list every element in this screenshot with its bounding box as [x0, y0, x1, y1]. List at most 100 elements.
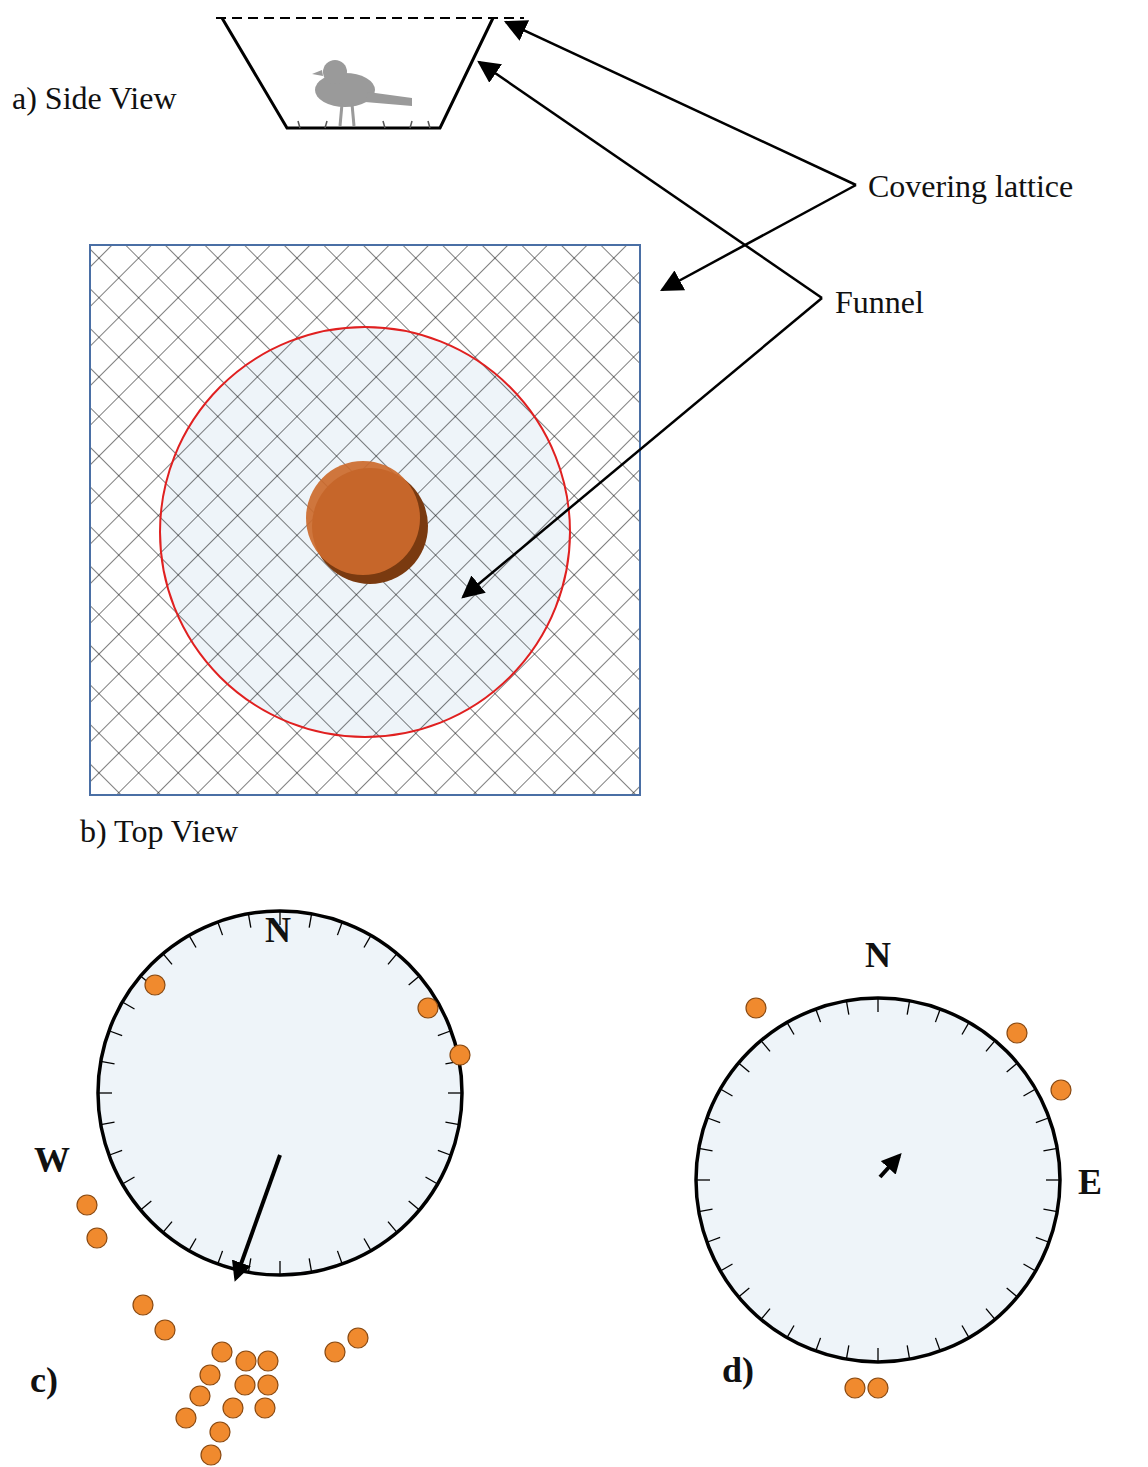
tick	[101, 1061, 115, 1063]
orientation-dots	[77, 975, 470, 1465]
tick-marks	[98, 911, 462, 1275]
tick	[907, 1001, 909, 1015]
bird-dot	[201, 1445, 221, 1465]
bird-dot	[325, 1342, 345, 1362]
tick	[761, 1041, 770, 1052]
tick	[1007, 1063, 1018, 1072]
bird-dot	[845, 1378, 865, 1398]
tick	[337, 1251, 342, 1264]
bird-dot	[210, 1422, 230, 1442]
tick	[122, 1177, 134, 1184]
direction-label: E	[1078, 1164, 1102, 1200]
tick	[445, 1122, 459, 1124]
bird-dot	[348, 1328, 368, 1348]
tick	[707, 1118, 720, 1123]
tick	[1036, 1118, 1049, 1123]
tick	[761, 1309, 770, 1320]
bird-dot	[255, 1398, 275, 1418]
tick	[816, 1009, 821, 1022]
tick	[109, 1150, 122, 1155]
bird-dot	[1051, 1080, 1071, 1100]
direction-label: N	[865, 937, 891, 973]
view-label: a) Side View	[12, 82, 177, 114]
tick	[986, 1041, 995, 1052]
tick	[448, 1092, 462, 1093]
part-label: Funnel	[835, 286, 924, 318]
tick	[935, 1338, 940, 1351]
bird-dot	[746, 998, 766, 1018]
covering-lattice	[90, 245, 640, 795]
tick	[279, 1261, 280, 1275]
ink-pad	[306, 461, 420, 575]
tick	[707, 1237, 720, 1242]
tick	[438, 1150, 451, 1155]
tick	[699, 1148, 713, 1150]
floor-marks	[298, 121, 430, 128]
tick	[1007, 1288, 1018, 1297]
tick	[141, 1201, 152, 1210]
tick	[816, 1338, 821, 1351]
tick	[1036, 1237, 1049, 1242]
tick	[846, 1345, 848, 1359]
tick	[935, 1009, 940, 1022]
part-label: Covering lattice	[868, 170, 1073, 202]
tick	[163, 1222, 172, 1233]
tick	[388, 954, 397, 965]
bird-dot	[176, 1408, 196, 1428]
tick	[98, 1092, 112, 1093]
tick	[986, 1309, 995, 1320]
tick	[962, 1022, 969, 1034]
tick	[189, 1238, 196, 1250]
tick	[1046, 1179, 1060, 1180]
mean-vector	[236, 1155, 280, 1278]
tick	[962, 1325, 969, 1337]
tick	[720, 1089, 732, 1096]
bird-dot	[200, 1365, 220, 1385]
bird-dot	[258, 1351, 278, 1371]
bird-dot	[868, 1378, 888, 1398]
tick-marks	[696, 998, 1060, 1362]
tick	[739, 1288, 750, 1297]
bird-dot	[236, 1351, 256, 1371]
tick	[739, 1063, 750, 1072]
tick	[364, 935, 371, 947]
bird-dot	[1007, 1023, 1027, 1043]
tick	[1023, 1264, 1035, 1271]
bird-dot	[87, 1228, 107, 1248]
tick	[248, 914, 250, 928]
bird-dot	[450, 1045, 470, 1065]
tick	[388, 1222, 397, 1233]
tick	[699, 1209, 713, 1211]
tick	[720, 1264, 732, 1271]
bird-dot	[258, 1375, 278, 1395]
tick	[248, 1258, 250, 1272]
tick	[364, 1238, 371, 1250]
tick	[787, 1325, 794, 1337]
top-view	[90, 245, 640, 795]
compass-circle	[98, 911, 462, 1275]
mean-vector	[880, 1156, 899, 1177]
covering-lattice-line	[216, 17, 524, 19]
direction-label: N	[265, 912, 291, 948]
bird-dot	[145, 975, 165, 995]
side-view	[216, 18, 524, 128]
funnel-rim	[160, 327, 570, 737]
bird-dot	[418, 998, 438, 1018]
tick	[409, 1201, 420, 1210]
bird-dot	[235, 1375, 255, 1395]
tick	[877, 1348, 878, 1362]
tick	[1043, 1148, 1057, 1150]
view-label: b) Top View	[80, 815, 238, 847]
cage-border	[90, 245, 640, 795]
tick	[1043, 1209, 1057, 1211]
bird-silhouette	[312, 60, 412, 126]
tick	[122, 1002, 134, 1009]
tick	[425, 1177, 437, 1184]
tick	[109, 1031, 122, 1036]
tick	[101, 1122, 115, 1124]
bird-dot	[133, 1295, 153, 1315]
panel-label: d)	[722, 1352, 754, 1388]
bird-dot	[155, 1320, 175, 1340]
